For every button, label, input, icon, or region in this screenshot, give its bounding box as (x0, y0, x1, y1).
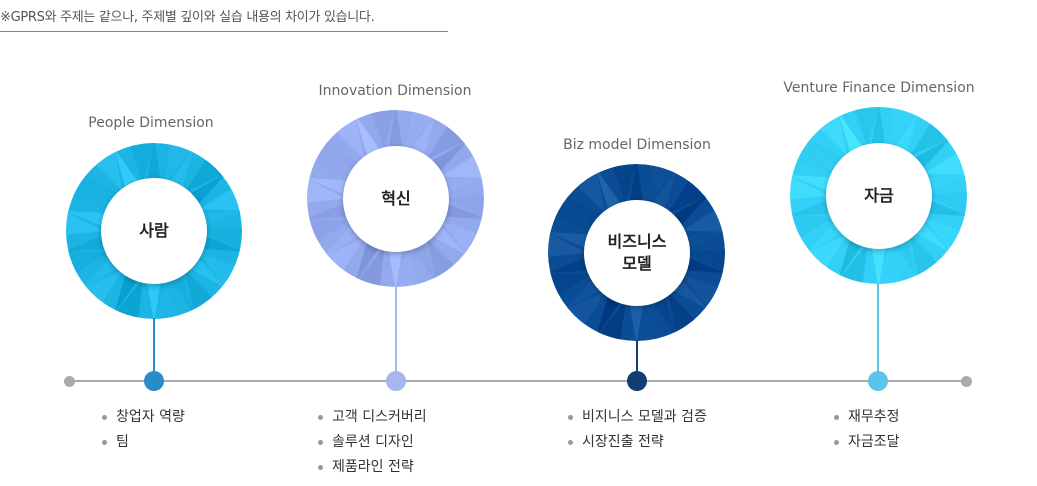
bullet-list-bizmodel: 비지니스 모델과 검증 시장진출 전략 (568, 405, 707, 455)
dimension-ring-people: 사람 (66, 143, 242, 319)
list-item: 고객 디스커버리 (318, 405, 427, 430)
list-item: 창업자 역량 (102, 405, 185, 430)
list-item: 시장진출 전략 (568, 430, 707, 455)
list-item: 재무추정 (834, 405, 900, 430)
dimension-ring-innovation: 혁신 (307, 110, 484, 287)
connector-innovation (395, 286, 397, 380)
timeline-node-innovation (386, 371, 406, 391)
list-item: 비지니스 모델과 검증 (568, 405, 707, 430)
dimension-title-text: 비즈니스 모델 (608, 231, 667, 274)
bullet-list-people: 창업자 역량 팀 (102, 405, 185, 455)
bullet-list-finance: 재무추정 자금조달 (834, 405, 900, 455)
list-item: 제품라인 전략 (318, 455, 427, 480)
timeline-start-dot (64, 376, 75, 387)
dimension-ring-finance: 자금 (790, 107, 967, 284)
dimension-label-innovation: Innovation Dimension (319, 83, 472, 99)
list-item: 자금조달 (834, 430, 900, 455)
dimension-label-bizmodel: Biz model Dimension (563, 137, 711, 153)
list-item: 솔루션 디자인 (318, 430, 427, 455)
dimension-title-innovation: 혁신 (343, 146, 449, 252)
dimension-title-people: 사람 (101, 178, 207, 284)
timeline-node-bizmodel (627, 371, 647, 391)
connector-finance (877, 283, 879, 380)
timeline-axis (69, 380, 967, 382)
dimension-title-text: 자금 (864, 185, 893, 207)
dimension-title-finance: 자금 (826, 143, 932, 249)
dimension-title-text: 사람 (139, 220, 168, 242)
dimension-title-text: 혁신 (381, 188, 410, 210)
list-item: 팀 (102, 430, 185, 455)
dimension-title-bizmodel: 비즈니스 모델 (584, 200, 690, 306)
dimension-label-people: People Dimension (88, 115, 213, 131)
dimension-label-finance: Venture Finance Dimension (783, 80, 974, 96)
timeline-end-dot (961, 376, 972, 387)
note-underline (0, 31, 448, 32)
dimension-ring-bizmodel: 비즈니스 모델 (548, 164, 725, 341)
timeline-node-people (144, 371, 164, 391)
note-text: ※GPRS와 주제는 같으나, 주제별 깊이와 실습 내용의 차이가 있습니다. (0, 6, 374, 25)
timeline-node-finance (868, 371, 888, 391)
bullet-list-innovation: 고객 디스커버리 솔루션 디자인 제품라인 전략 (318, 405, 427, 480)
